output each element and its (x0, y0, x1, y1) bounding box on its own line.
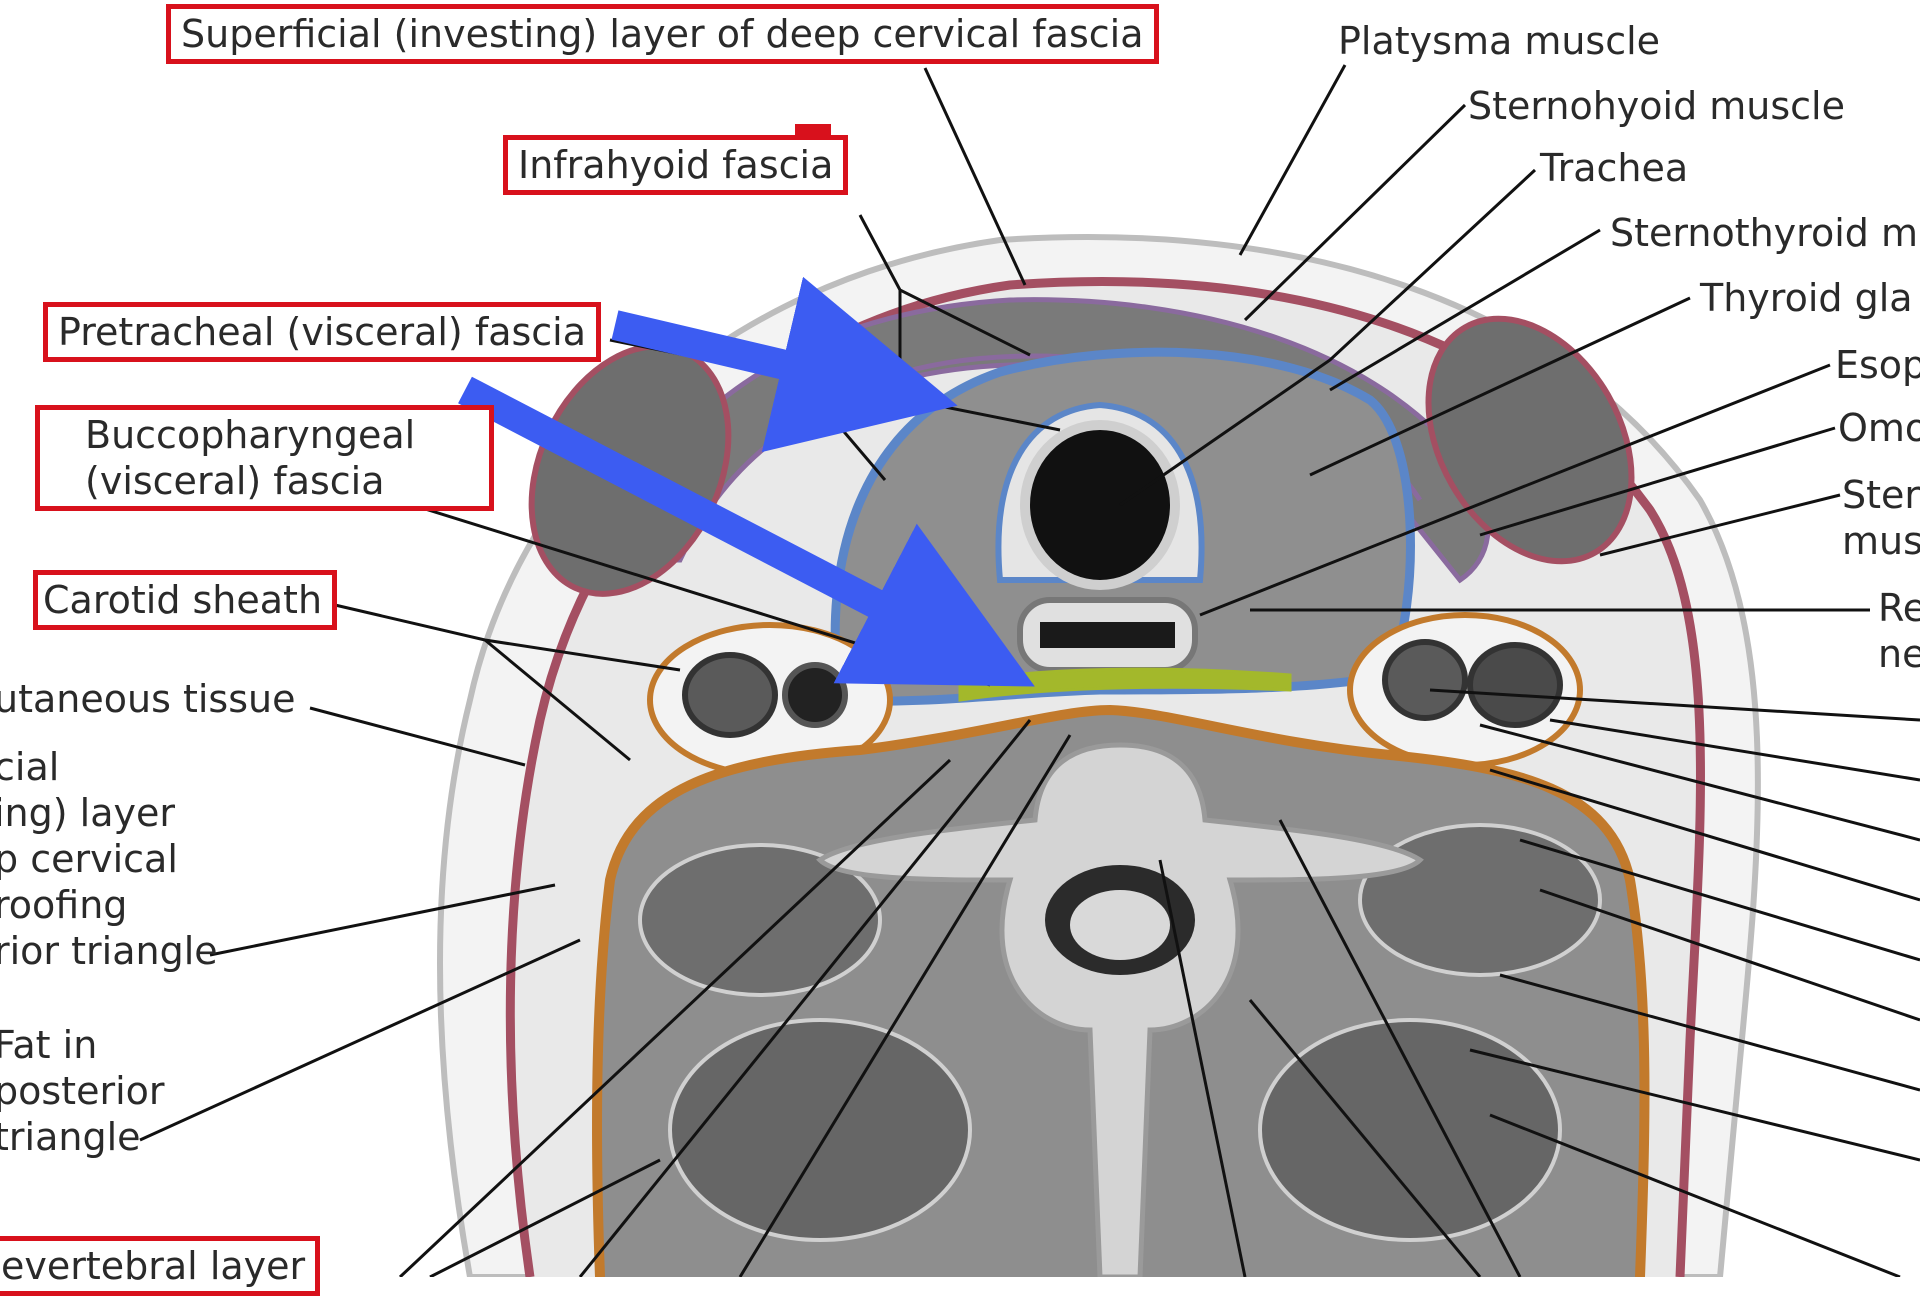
label-sternocleidomastoid: Ster mus (1842, 472, 1920, 564)
label-thyroid: Thyroid gla (1700, 275, 1913, 321)
label-carotid-sheath: Carotid sheath (33, 570, 337, 630)
label-infrahyoid-fascia: Infrahyoid fascia (503, 135, 848, 195)
label-sternohyoid: Sternohyoid muscle (1468, 83, 1845, 129)
label-trachea: Trachea (1540, 145, 1688, 191)
label-recurrent-laryngeal: Re ne (1878, 585, 1920, 677)
deep-muscle-3 (670, 1020, 970, 1240)
label-pretracheal-fascia: Pretracheal (visceral) fascia (43, 302, 601, 362)
label-investing-layer-roofing: cial ing) layer p cervical roofing rior … (0, 744, 218, 974)
spinal-cord (1070, 890, 1170, 960)
carotid-artery-left (785, 665, 845, 725)
label-subcutaneous-tissue: utaneous tissue (0, 676, 295, 722)
label-sternothyroid: Sternothyroid m (1610, 210, 1918, 256)
leader-platysma (1240, 65, 1345, 255)
internal-jugular-left (685, 655, 775, 735)
label-omohyoid: Omo (1838, 405, 1920, 451)
trachea-lumen (1025, 425, 1175, 585)
label-superficial-investing-fascia: Superficial (investing) layer of deep ce… (166, 4, 1159, 64)
internal-jugular-right (1385, 642, 1465, 718)
label-platysma: Platysma muscle (1338, 18, 1660, 64)
label-fat-posterior-triangle: Fat in posterior triangle (0, 1022, 165, 1160)
deep-muscle-4 (1260, 1020, 1560, 1240)
label-esophagus: Esop (1835, 342, 1920, 388)
carotid-artery-right (1470, 645, 1560, 725)
label-prevertebral-layer: evertebral layer (0, 1236, 320, 1296)
esophagus-lumen (1040, 622, 1175, 648)
label-buccopharyngeal-fascia: Buccopharyngeal (visceral) fascia (35, 405, 494, 511)
